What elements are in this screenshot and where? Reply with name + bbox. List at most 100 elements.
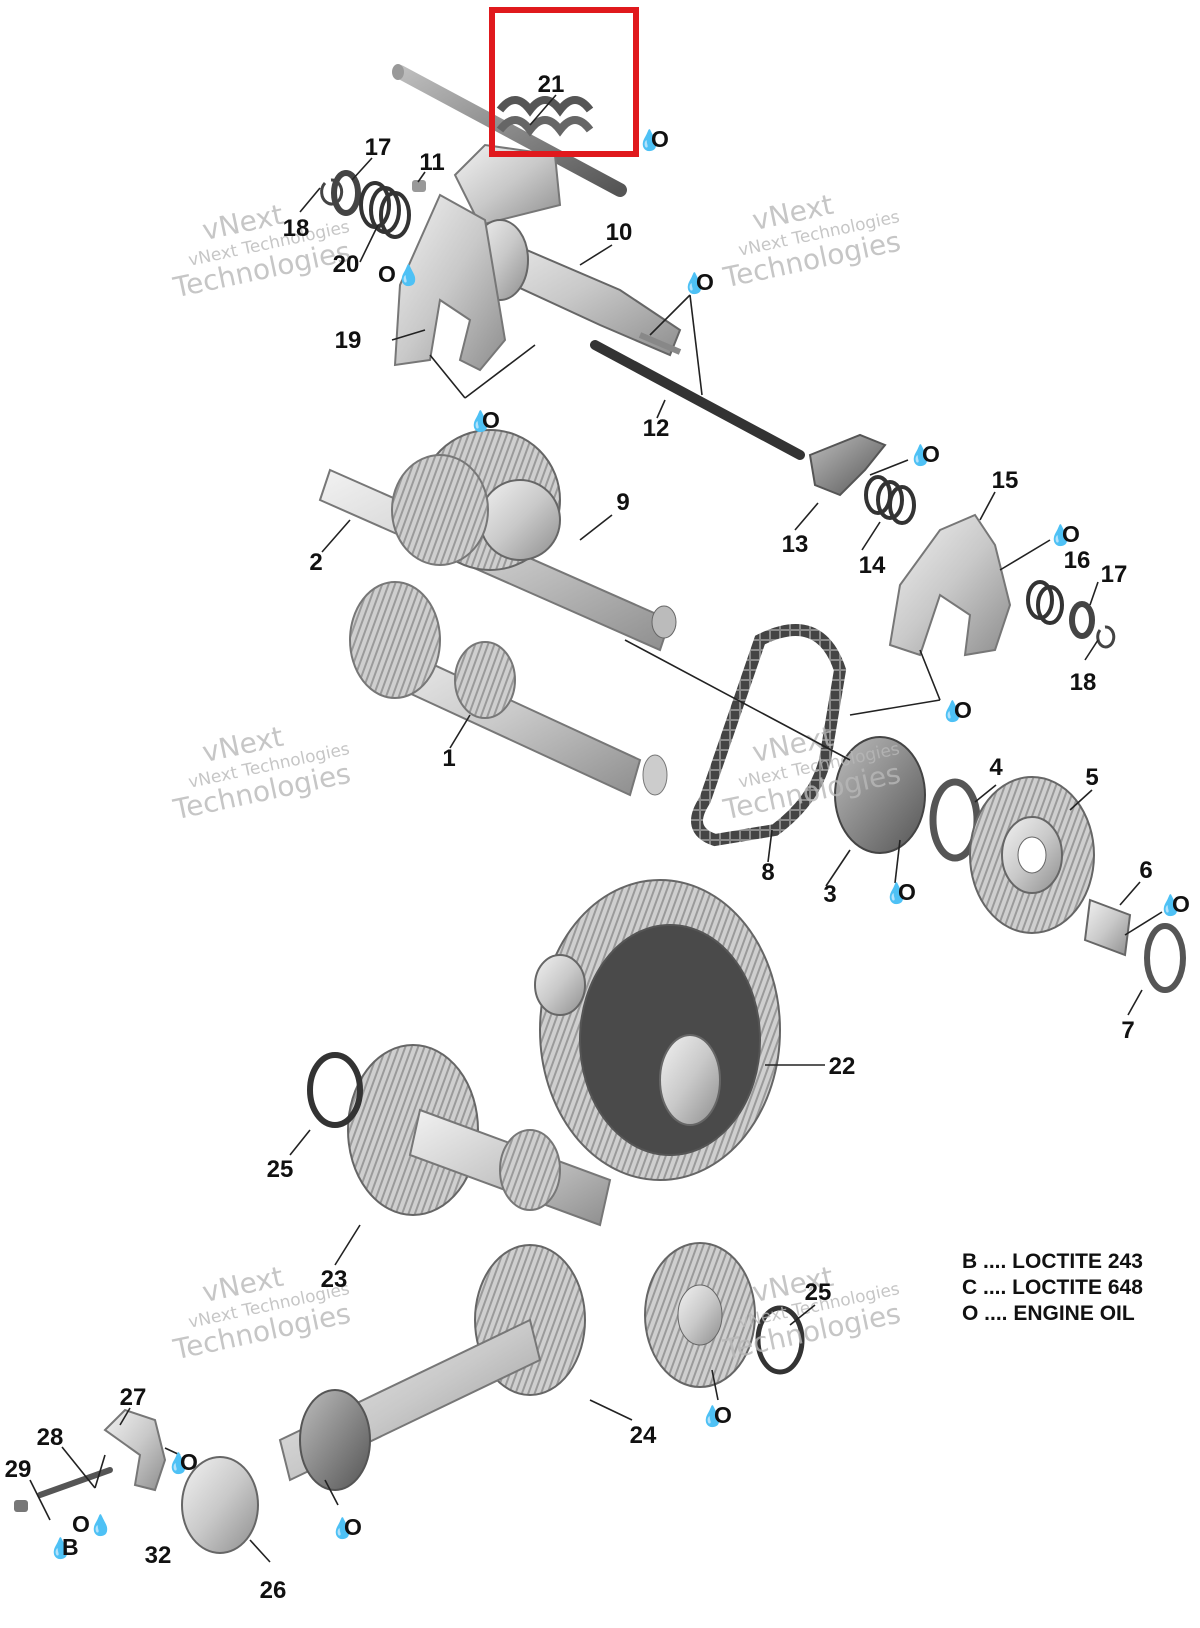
leader-lines — [29, 94, 1163, 1563]
part-20-spring-top — [359, 181, 411, 239]
label-part-20: 20 — [333, 251, 360, 278]
part-number-labels: 21 17 11 18 20 10 19 12 9 2 13 14 15 16 … — [5, 71, 1153, 1604]
part-1-mainshaft — [349, 581, 668, 797]
oil-drop-icon: 💧 — [940, 699, 965, 723]
label-part-22: 22 — [829, 1053, 856, 1080]
label-part-3: 3 — [823, 881, 836, 908]
loctite-b-marker: 💧B — [48, 1534, 79, 1560]
label-part-12: 12 — [643, 415, 670, 442]
highlight-box-part-21 — [489, 7, 639, 157]
oil-drop-icon: 💧 — [908, 443, 933, 467]
legend-loctite-648: C .... LOCTITE 648 — [962, 1276, 1143, 1299]
label-part-18-top: 18 — [283, 215, 310, 242]
label-part-25-right: 25 — [805, 1279, 832, 1306]
part-21-shift-shaft — [392, 64, 627, 227]
oil-drop-icon: 💧 — [88, 1513, 113, 1537]
oil-marker: O💧 — [72, 1511, 113, 1537]
label-part-24: 24 — [630, 1422, 657, 1449]
legend-engine-oil: O .... ENGINE OIL — [962, 1302, 1135, 1325]
label-part-9: 9 — [616, 489, 629, 516]
svg-text:O: O — [898, 879, 916, 905]
part-23-gear-shaft — [347, 1044, 612, 1227]
part-6-bushing — [1083, 898, 1132, 957]
legend-loctite-243: B .... LOCTITE 243 — [962, 1250, 1143, 1273]
label-part-15: 15 — [992, 467, 1019, 494]
part-11-pin — [412, 180, 426, 192]
oil-drop-icon: 💧 — [700, 1404, 725, 1428]
oil-drop-icon: 💧 — [48, 1536, 73, 1560]
part-8-chain — [691, 624, 847, 847]
label-part-27: 27 — [120, 1384, 147, 1411]
part-25-ring-right — [755, 1305, 805, 1375]
oil-marker: 💧O — [637, 126, 669, 152]
label-part-2: 2 — [309, 549, 322, 576]
label-part-25-left: 25 — [267, 1156, 294, 1183]
lubricant-markers: 💧O O💧 💧O 💧O 💧O 💧O 💧O 💧O 💧O 💧O 💧O O💧 💧O 💧… — [48, 126, 1190, 1560]
part-22-ring-gear — [534, 879, 781, 1181]
oil-marker: 💧O — [940, 697, 972, 723]
part-18-circlip-top — [320, 178, 344, 206]
part-27-fork-small — [103, 1408, 167, 1492]
label-part-14: 14 — [859, 552, 886, 579]
part-5-gear — [969, 776, 1095, 934]
label-part-4: 4 — [989, 754, 1003, 781]
svg-text:O: O — [180, 1449, 198, 1475]
part-28-rod-small — [37, 1467, 113, 1498]
part-16-spring — [1026, 580, 1064, 625]
oil-marker: 💧O — [330, 1514, 362, 1540]
oil-drop-icon: 💧 — [637, 128, 662, 152]
label-part-11: 11 — [419, 149, 444, 176]
label-part-6: 6 — [1139, 857, 1152, 884]
oil-drop-icon: 💧 — [396, 263, 421, 287]
oil-marker: 💧O — [908, 441, 940, 467]
oil-marker: 💧O — [700, 1402, 732, 1428]
svg-text:O: O — [1062, 521, 1080, 547]
part-15-shift-fork — [888, 513, 1012, 657]
svg-text:B: B — [62, 1534, 79, 1560]
label-part-29: 29 — [5, 1456, 32, 1483]
part-7-washer — [1144, 923, 1186, 993]
svg-text:O: O — [344, 1514, 362, 1540]
part-24-drive-shaft — [278, 1242, 756, 1491]
oil-marker: 💧O — [468, 407, 500, 433]
part-17-washer-right — [1069, 601, 1095, 639]
label-part-5: 5 — [1085, 764, 1098, 791]
oil-drop-icon: 💧 — [884, 881, 909, 905]
label-part-7: 7 — [1121, 1017, 1134, 1044]
label-part-18-right: 18 — [1070, 669, 1097, 696]
label-part-21: 21 — [538, 71, 565, 98]
svg-text:O: O — [954, 697, 972, 723]
oil-drop-icon: 💧 — [682, 271, 707, 295]
svg-text:O: O — [714, 1402, 732, 1428]
svg-text:O: O — [482, 407, 500, 433]
oil-drop-icon: 💧 — [1048, 523, 1073, 547]
label-part-26: 26 — [260, 1577, 287, 1604]
oil-marker: 💧O — [1158, 891, 1190, 917]
svg-text:O: O — [378, 261, 396, 287]
label-part-17-top: 17 — [365, 134, 392, 161]
label-part-17-right: 17 — [1101, 561, 1128, 588]
part-17-washer-top — [331, 170, 361, 216]
svg-text:O: O — [1172, 891, 1190, 917]
oil-marker: 💧O — [166, 1449, 198, 1475]
label-part-32: 32 — [145, 1542, 172, 1569]
label-part-10: 10 — [606, 219, 633, 246]
oil-marker: 💧O — [884, 879, 916, 905]
label-part-23: 23 — [321, 1266, 348, 1293]
oil-marker: 💧O — [1048, 521, 1080, 547]
part-29-plug — [14, 1500, 28, 1512]
watermark-top-right: vNext vNext Technologies Technologies — [720, 188, 904, 295]
part-3-sprocket-hub — [834, 736, 926, 854]
oil-drop-icon: 💧 — [1158, 893, 1183, 917]
label-part-8: 8 — [761, 859, 774, 886]
part-12-shift-rod — [590, 340, 805, 460]
part-25-ring-left — [307, 1052, 363, 1128]
part-18-circlip-right — [1096, 625, 1116, 649]
oil-marker: 💧O — [682, 269, 714, 295]
part-9-countershaft — [318, 429, 677, 652]
oil-marker: O💧 — [378, 261, 421, 287]
oil-drop-icon: 💧 — [468, 409, 493, 433]
label-part-16: 16 — [1064, 547, 1091, 574]
oil-drop-icon: 💧 — [166, 1451, 191, 1475]
svg-text:O: O — [72, 1511, 90, 1537]
